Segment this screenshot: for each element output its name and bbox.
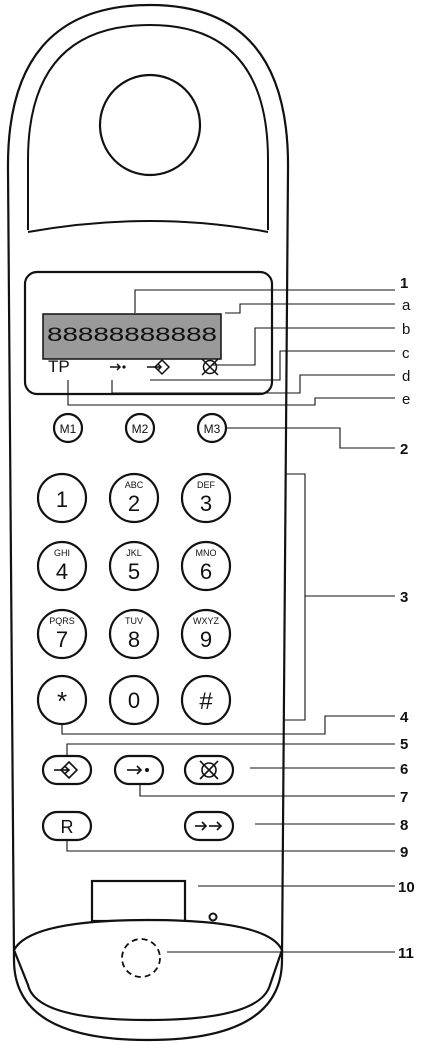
callout-4: 4 [400,709,409,726]
svg-text:M1: M1 [60,422,77,436]
svg-text:2: 2 [128,491,140,516]
callout-lines [61,289,395,953]
svg-text:7: 7 [56,627,68,652]
handset-inner-rim [27,23,269,230]
svg-text:3: 3 [200,491,212,516]
svg-text:6: 6 [200,559,212,584]
callout-5: 5 [400,736,408,753]
callout-7: 7 [400,789,408,806]
key-hash[interactable]: # [180,674,232,726]
callout-1: 1 [400,275,408,292]
svg-text:*: * [57,686,67,716]
led-indicator [208,912,218,922]
svg-text:#: # [199,688,213,715]
svg-text:M3: M3 [204,422,221,436]
lcd-screen [42,313,222,360]
call-arrow-icon [110,363,126,371]
lcd-status-text: TP [48,357,70,376]
svg-text:GHI: GHI [54,548,70,558]
callout-8: 8 [400,817,408,834]
microphone [121,938,161,978]
svg-text:4: 4 [56,559,68,584]
svg-text:R: R [61,817,74,837]
svg-text:1: 1 [56,487,68,512]
callout-a: a [402,297,411,314]
crossed-circle-icon [199,760,219,780]
memory-key-m3[interactable]: M3 [196,412,228,444]
key-6[interactable]: MNO 6 [180,540,232,592]
svg-text:9: 9 [200,627,212,652]
svg-text:DEF: DEF [197,480,216,490]
diamond-arrow-icon [147,358,171,376]
earpiece-divider [27,220,269,233]
callout-d: d [402,368,410,385]
svg-text:ABC: ABC [125,480,144,490]
svg-text:TUV: TUV [125,616,143,626]
svg-text:M2: M2 [132,422,149,436]
redial-key[interactable] [113,754,165,786]
callout-10: 10 [398,879,415,896]
svg-text:JKL: JKL [126,548,142,558]
callout-9: 9 [400,844,408,861]
key-star[interactable]: * [36,674,88,726]
call-arrow-icon [127,765,149,775]
callout-c: c [402,345,410,362]
svg-text:WXYZ: WXYZ [193,616,220,626]
svg-text:MNO: MNO [196,548,217,558]
key-0[interactable]: 0 [108,674,160,726]
crossed-circle-icon [201,358,219,376]
callout-labels: 1 a b c d e 2 3 4 5 6 7 8 9 10 11 [398,275,415,962]
callout-11: 11 [398,945,414,962]
svg-text:PQRS: PQRS [49,616,75,626]
charging-contact [90,879,187,923]
svg-text:0: 0 [128,688,140,713]
callout-2: 2 [400,441,408,458]
memory-key-m1[interactable]: M1 [52,412,84,444]
lcd-segment-row: 88888888888 [47,325,217,346]
key-1[interactable]: 1 [36,472,88,524]
key-4[interactable]: GHI 4 [36,540,88,592]
earpiece [98,73,202,177]
callout-b: b [402,321,410,338]
key-2[interactable]: ABC 2 [108,472,160,524]
store-key[interactable] [41,754,93,786]
key-3[interactable]: DEF 3 [180,472,232,524]
transfer-key[interactable] [183,810,235,842]
memory-key-m2[interactable]: M2 [124,412,156,444]
diamond-arrow-icon [54,760,79,780]
key-9[interactable]: WXYZ 9 [180,608,232,660]
mute-key[interactable] [183,754,235,786]
svg-text:5: 5 [128,559,140,584]
key-5[interactable]: JKL 5 [108,540,160,592]
svg-text:8: 8 [128,627,140,652]
callout-3: 3 [400,589,408,606]
mouthpiece-lid [12,918,284,1022]
double-arrow-icon [195,821,223,831]
callout-6: 6 [400,761,408,778]
r-key[interactable]: R [41,810,93,842]
key-7[interactable]: PQRS 7 [36,608,88,660]
callout-e: e [402,391,410,408]
key-8[interactable]: TUV 8 [108,608,160,660]
